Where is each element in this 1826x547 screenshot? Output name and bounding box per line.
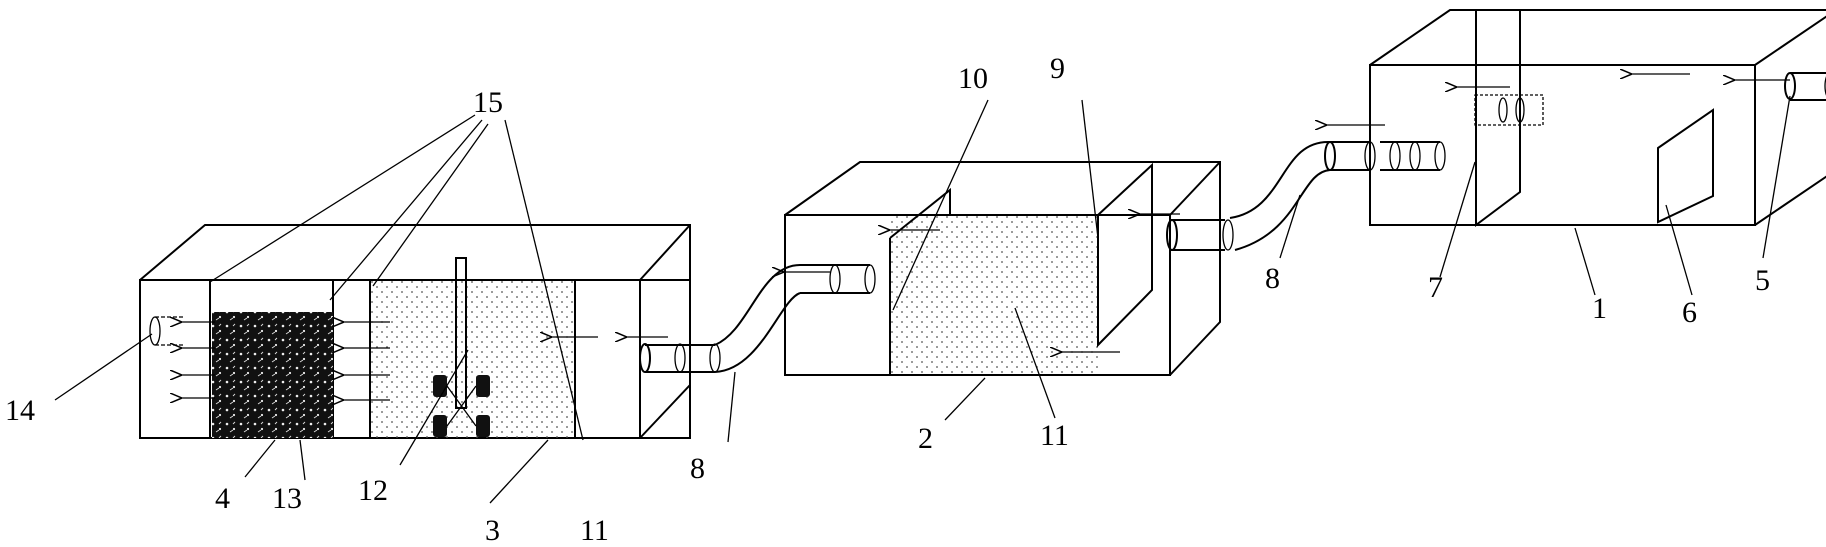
tank-1 [1325, 9, 1826, 227]
label-2: 2 [918, 422, 933, 455]
label-9: 9 [1050, 52, 1065, 85]
tank-2 [782, 161, 1234, 376]
hose-lower [714, 264, 801, 373]
label-1: 1 [1592, 292, 1607, 325]
label-8-lower: 8 [690, 452, 705, 485]
hose-upper [1229, 140, 1331, 251]
leader-lines [54, 95, 1791, 504]
label-10: 10 [958, 62, 988, 95]
label-12: 12 [358, 474, 388, 507]
label-8-upper: 8 [1265, 262, 1280, 295]
label-15: 15 [473, 86, 503, 119]
label-7: 7 [1428, 271, 1443, 304]
label-3: 3 [485, 514, 500, 547]
label-13: 13 [272, 482, 302, 515]
label-14: 14 [5, 394, 35, 427]
label-11-left: 11 [580, 514, 609, 547]
label-4: 4 [215, 482, 230, 515]
tank-3-4 [139, 224, 721, 439]
label-5: 5 [1755, 264, 1770, 297]
part-labels: 15 14 4 13 12 3 11 8 2 11 10 9 8 7 1 6 5 [5, 52, 1770, 547]
label-11-right: 11 [1040, 419, 1069, 452]
label-6: 6 [1682, 296, 1697, 329]
